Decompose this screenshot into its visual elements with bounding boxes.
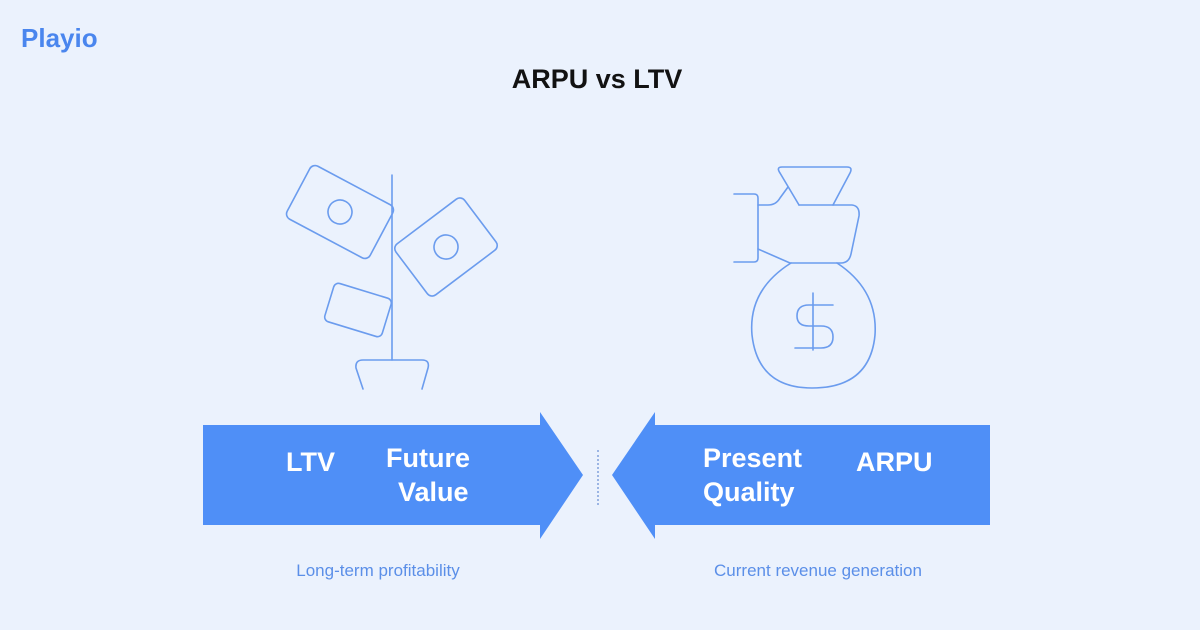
arpu-arrow	[612, 412, 990, 539]
center-divider	[597, 450, 599, 505]
arpu-descriptor-line1: Present	[703, 443, 803, 473]
page-title: ARPU vs LTV	[511, 64, 683, 94]
ltv-descriptor-line1: Future	[386, 443, 470, 473]
money-plant-icon	[285, 164, 498, 390]
arpu-label: ARPU	[856, 447, 933, 477]
money-bag-hand-icon	[733, 166, 876, 389]
ltv-caption: Long-term profitability	[296, 561, 460, 580]
ltv-descriptor-line2: Value	[398, 477, 469, 507]
brand-logo: Playio	[21, 23, 98, 53]
arpu-descriptor-line2: Quality	[703, 477, 795, 507]
arpu-caption: Current revenue generation	[714, 561, 922, 580]
ltv-label: LTV	[286, 447, 335, 477]
ltv-arrow	[203, 412, 583, 539]
